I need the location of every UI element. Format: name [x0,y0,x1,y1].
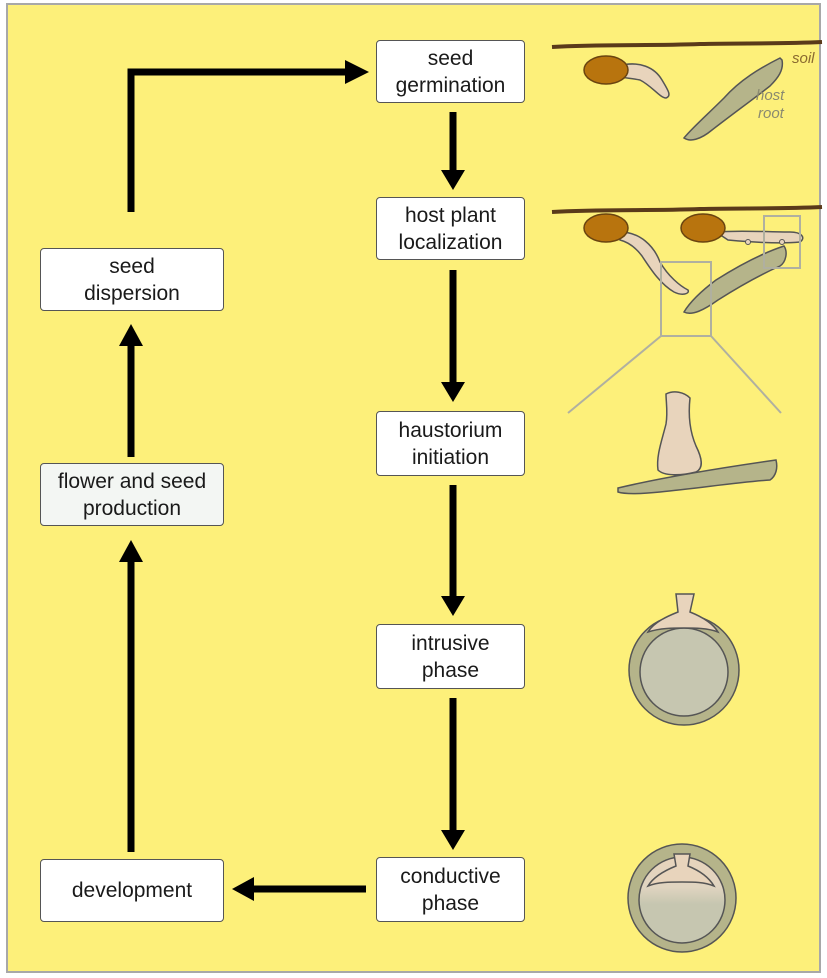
haustorium-icon [656,391,702,476]
zoom-box-main [660,261,712,337]
host-root-2-icon [682,245,787,314]
localization-illustration [551,205,823,414]
host-root-label-line1: host [756,87,785,104]
stage-conductive-phase: conductive phase [376,857,525,922]
arrowhead-to-flower [119,540,143,562]
root-interior-icon [639,627,729,717]
haustorium-3-icon [646,853,716,888]
cycle-arrows [119,60,465,901]
host-root-icon [682,57,784,141]
zoom-line-left [567,335,662,414]
arrow-dispersion-to-germination [127,68,345,212]
conductive-illustration [627,843,737,953]
radicle-3-icon [713,230,804,244]
exudate-dot-2 [779,239,785,245]
stage-intrusive-phase: intrusive phase [376,624,525,689]
host-root-label-line2: root [758,105,785,122]
exudate-dot-1 [745,239,751,245]
soil-label: soil [792,50,815,67]
stage-development: development [40,859,224,922]
arrowhead-to-development [232,877,254,901]
arrowhead-to-intrusive [441,596,465,616]
stage-flower-and-seed-production: flower and seed production [40,463,224,526]
arrowhead-to-dispersion [119,324,143,346]
initiation-illustration [617,391,778,495]
soil-line-2-icon [551,205,823,214]
arrowhead-to-initiation [441,382,465,402]
germination-illustration: soil host root [551,40,823,141]
seed-icon [583,55,629,85]
soil-line-icon [551,40,823,49]
host-root-3-icon [617,459,778,495]
zoom-box-small [763,215,801,269]
radicle-2-icon [619,231,690,295]
zoom-line-right [710,335,782,414]
seed-3-icon [680,213,726,243]
haustorium-2-icon [646,593,720,634]
radicle-icon [617,63,670,99]
host-root-label: host root [756,87,789,122]
stage-seed-germination: seed germination [376,40,525,103]
stage-seed-dispersion: seed dispersion [40,248,224,311]
intrusive-illustration [628,593,740,726]
arrowhead-to-localization [441,170,465,190]
arrowhead-to-conductive [441,830,465,850]
arrowhead-to-germination [345,60,369,84]
stage-host-plant-localization: host plant localization [376,197,525,260]
seed-2-icon [583,213,629,243]
stage-haustorium-initiation: haustorium initiation [376,411,525,476]
